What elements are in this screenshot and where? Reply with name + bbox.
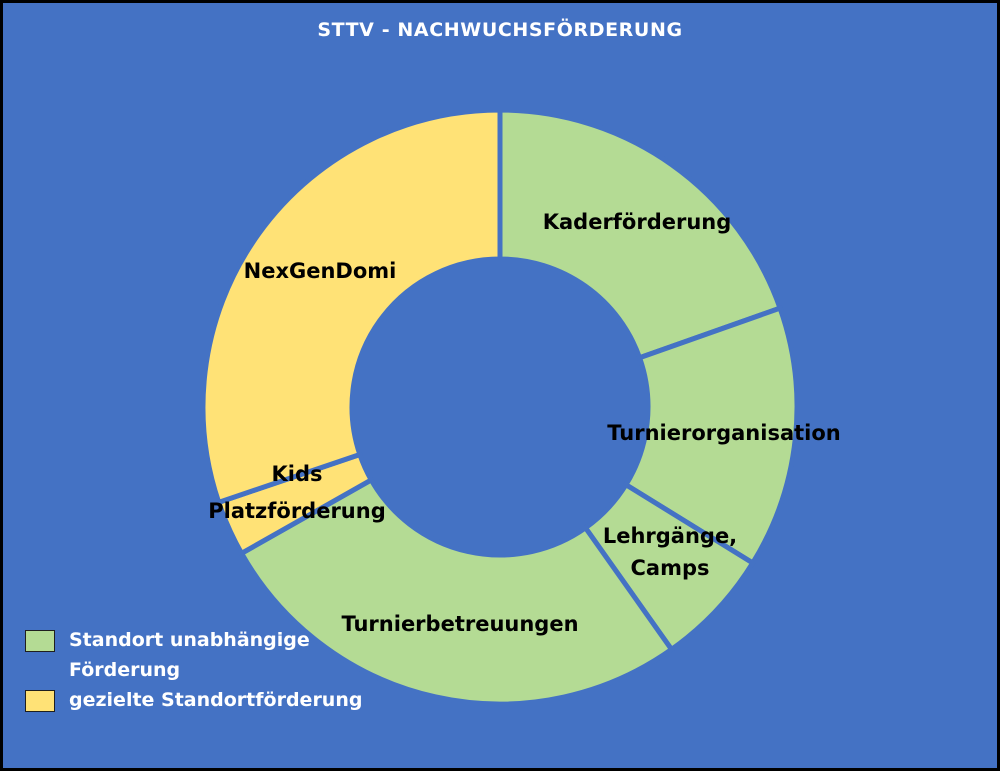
slice-label-turnierbetreuungen: Turnierbetreuungen — [341, 612, 578, 636]
legend-label: Standort unabhängige Förderung — [69, 629, 310, 681]
donut-chart: KaderförderungTurnierorganisationLehrgän… — [200, 107, 841, 707]
legend-item-gezielte-standortfoerderung: gezielte Standortförderung — [23, 685, 369, 715]
slice-group — [200, 107, 800, 707]
slice-nexgendomi — [200, 107, 503, 506]
slice-label-turnierorganisation: Turnierorganisation — [607, 421, 841, 445]
label-group: KaderförderungTurnierorganisationLehrgän… — [208, 210, 841, 636]
slice-turnierorganisation — [622, 304, 800, 567]
legend-item-standort-unabhaengig: Standort unabhängige Förderung — [23, 625, 369, 685]
legend-swatch-green — [25, 630, 55, 652]
slice-label-kaderfoerderung: Kaderförderung — [543, 210, 732, 234]
slice-label-lehrgaenge-camps: Lehrgänge,Camps — [603, 524, 737, 580]
slice-kaderfoerderung — [497, 107, 784, 361]
legend-swatch-yellow — [25, 690, 55, 712]
slice-turnierbetreuungen — [238, 476, 676, 707]
legend-label: gezielte Standortförderung — [69, 689, 363, 711]
slice-label-nexgendomi: NexGenDomi — [244, 259, 397, 283]
legend: Standort unabhängige Förderung gezielte … — [23, 625, 369, 715]
chart-title: STTV - NACHWUCHSFÖRDERUNG — [317, 19, 683, 41]
